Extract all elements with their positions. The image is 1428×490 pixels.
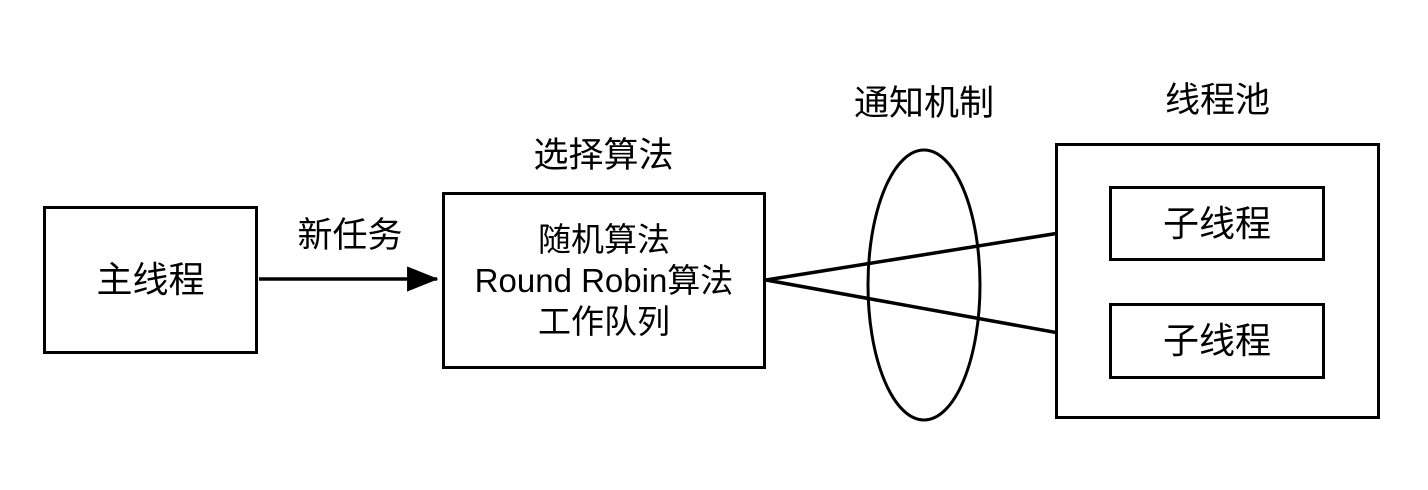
new-task-label: 新任务 [297,216,403,255]
main-thread-box: 主线程 [43,206,258,354]
algorithm-line-random: 随机算法 [537,221,670,258]
child-thread-box-1: 子线程 [1109,186,1325,261]
main-thread-label: 主线程 [96,259,205,301]
child-thread-label-2: 子线程 [1162,320,1271,362]
thread-pool-title: 线程池 [1164,81,1270,120]
algorithm-box-title: 选择算法 [533,136,674,175]
algorithm-line-work-queue: 工作队列 [537,303,670,340]
algorithm-box-content: 随机算法 Round Robin算法 工作队列 [475,219,734,342]
child-thread-box-2: 子线程 [1109,303,1325,379]
notification-ellipse [866,148,982,422]
notification-label: 通知机制 [853,84,994,123]
algorithm-line-round-robin: Round Robin算法 [474,262,734,299]
algorithm-box: 随机算法 Round Robin算法 工作队列 [442,192,766,369]
notify-arrow-bottom [765,278,1105,349]
notify-arrow-top [765,218,1105,282]
child-thread-label-1: 子线程 [1162,202,1271,244]
